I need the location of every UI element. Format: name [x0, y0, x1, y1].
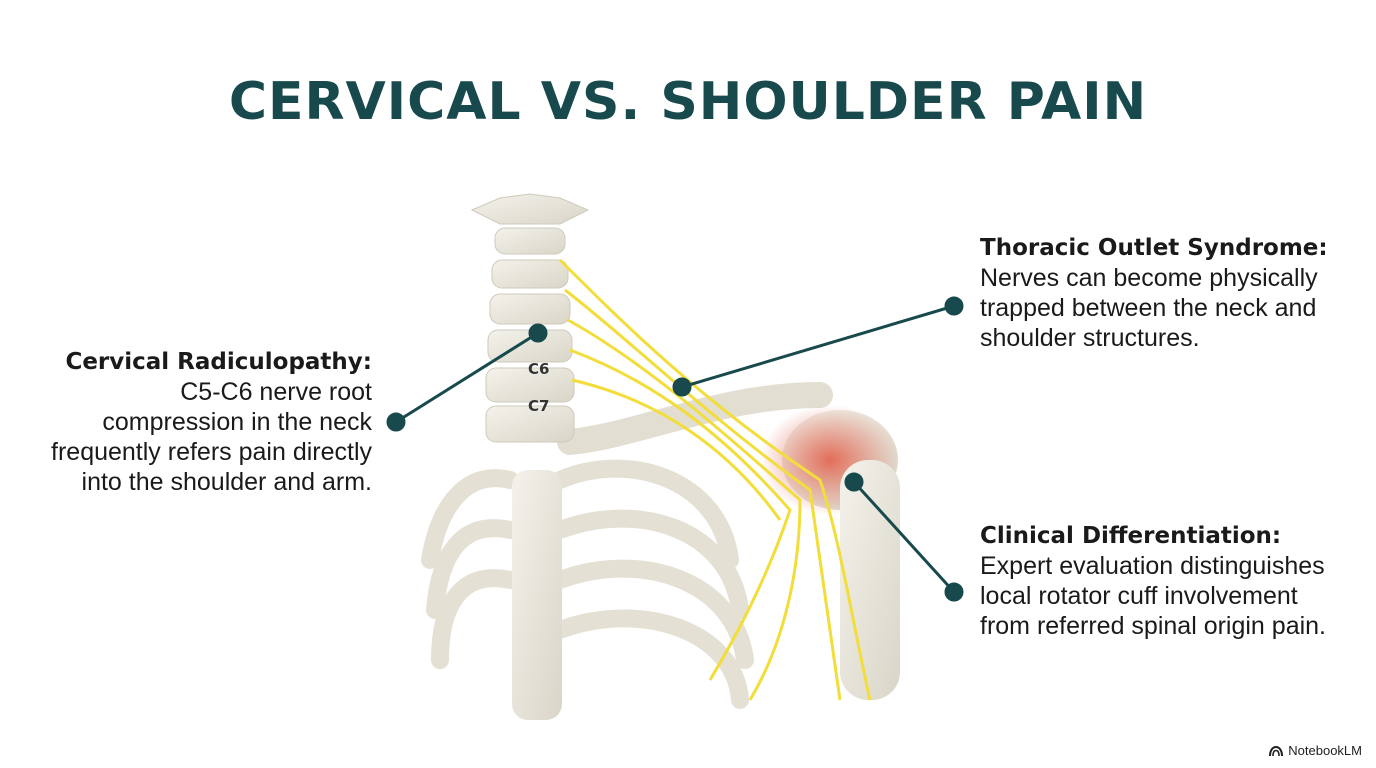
callout-heading: Cervical Radiculopathy:	[65, 349, 372, 375]
callout-heading: Thoracic Outlet Syndrome:	[980, 235, 1328, 261]
callout-body: C5-C6 nerve root compression in the neck…	[51, 378, 372, 496]
brachial-plexus-nerves	[558, 258, 872, 701]
vertebra-label-c7: C7	[528, 397, 550, 415]
vertebra-label-c6: C6	[528, 360, 550, 378]
callout-cervical-radiculopathy: Cervical Radiculopathy: C5-C6 nerve root…	[40, 346, 372, 497]
callout-body: Nerves can become physically trapped bet…	[980, 264, 1318, 352]
callout-thoracic-outlet: Thoracic Outlet Syndrome: Nerves can bec…	[980, 232, 1340, 353]
notebooklm-logo-icon	[1269, 745, 1284, 756]
cervical-spine	[470, 193, 590, 443]
sternum	[512, 470, 562, 720]
callout-body: Expert evaluation distinguishes local ro…	[980, 552, 1326, 640]
rib-cage	[421, 459, 754, 709]
callout-clinical-differentiation: Clinical Differentiation: Expert evaluat…	[980, 520, 1340, 641]
humerus	[840, 460, 900, 700]
clavicle	[557, 382, 833, 455]
callout-heading: Clinical Differentiation:	[980, 523, 1282, 549]
page-title: CERVICAL VS. SHOULDER PAIN	[228, 72, 1148, 132]
brand-watermark: NotebookLM	[1269, 743, 1362, 758]
brand-label: NotebookLM	[1288, 743, 1362, 758]
spine-shoulder-illustration	[421, 193, 900, 720]
